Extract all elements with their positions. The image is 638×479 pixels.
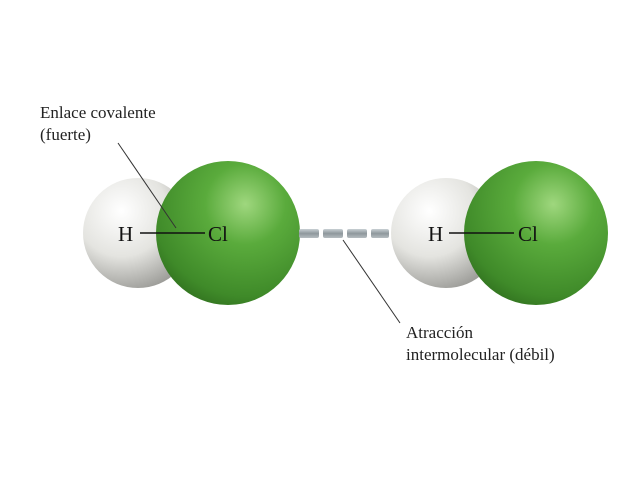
atom-label-h-1: H xyxy=(118,222,133,246)
attraction-leader-line xyxy=(342,239,401,324)
attraction-label-line1: Atracción xyxy=(406,323,474,342)
molecule-2: H Cl xyxy=(391,161,608,305)
covalent-bond-label-line2: (fuerte) xyxy=(40,125,91,144)
atom-label-cl-1: Cl xyxy=(208,222,228,246)
attraction-label-line2: intermolecular (débil) xyxy=(406,345,555,364)
covalent-bond-label-line1: Enlace covalente xyxy=(40,103,156,122)
covalent-leader-line xyxy=(117,142,177,229)
chlorine-atom-1 xyxy=(156,161,300,305)
attraction-dash-3 xyxy=(347,229,367,238)
attraction-dash-2 xyxy=(323,229,343,238)
attraction-dash-4 xyxy=(371,229,389,238)
atom-label-cl-2: Cl xyxy=(518,222,538,246)
intermolecular-attraction xyxy=(299,229,389,238)
atom-label-h-2: H xyxy=(428,222,443,246)
molecule-1: H Cl xyxy=(83,161,300,305)
attraction-dash-1 xyxy=(299,229,319,238)
chlorine-atom-2 xyxy=(464,161,608,305)
